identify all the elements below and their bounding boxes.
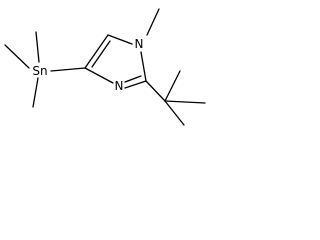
bond-sn-methyl-bottom — [32, 77, 39, 108]
bond-c4-c5 — [84, 34, 109, 69]
bond-sn-methyl-left — [4, 44, 30, 69]
bond-sn-c4 — [50, 67, 86, 72]
bond-c4-c5-inner — [91, 40, 111, 68]
bond-c2-n3-inner — [124, 75, 142, 83]
atom-label-n1: N — [135, 37, 144, 51]
bond-sn-methyl-top — [35, 31, 40, 63]
bond-c2-n3 — [124, 80, 147, 89]
bond-tbu-methyl-right — [164, 100, 206, 104]
bond-tbu-methyl-upper — [164, 70, 181, 102]
atom-label-n3: N — [115, 79, 124, 93]
bond-tbu-methyl-lower — [164, 100, 185, 126]
bond-n1-c2 — [140, 51, 147, 82]
chemical-structure-diagram: Sn N N — [4, 8, 206, 126]
bond-c5-n1 — [107, 34, 133, 45]
bond-n1-methyl — [146, 8, 160, 36]
bond-c2-quaternary-carbon — [145, 80, 166, 102]
bond-n3-c4 — [84, 67, 114, 84]
atom-label-sn: Sn — [32, 64, 47, 78]
